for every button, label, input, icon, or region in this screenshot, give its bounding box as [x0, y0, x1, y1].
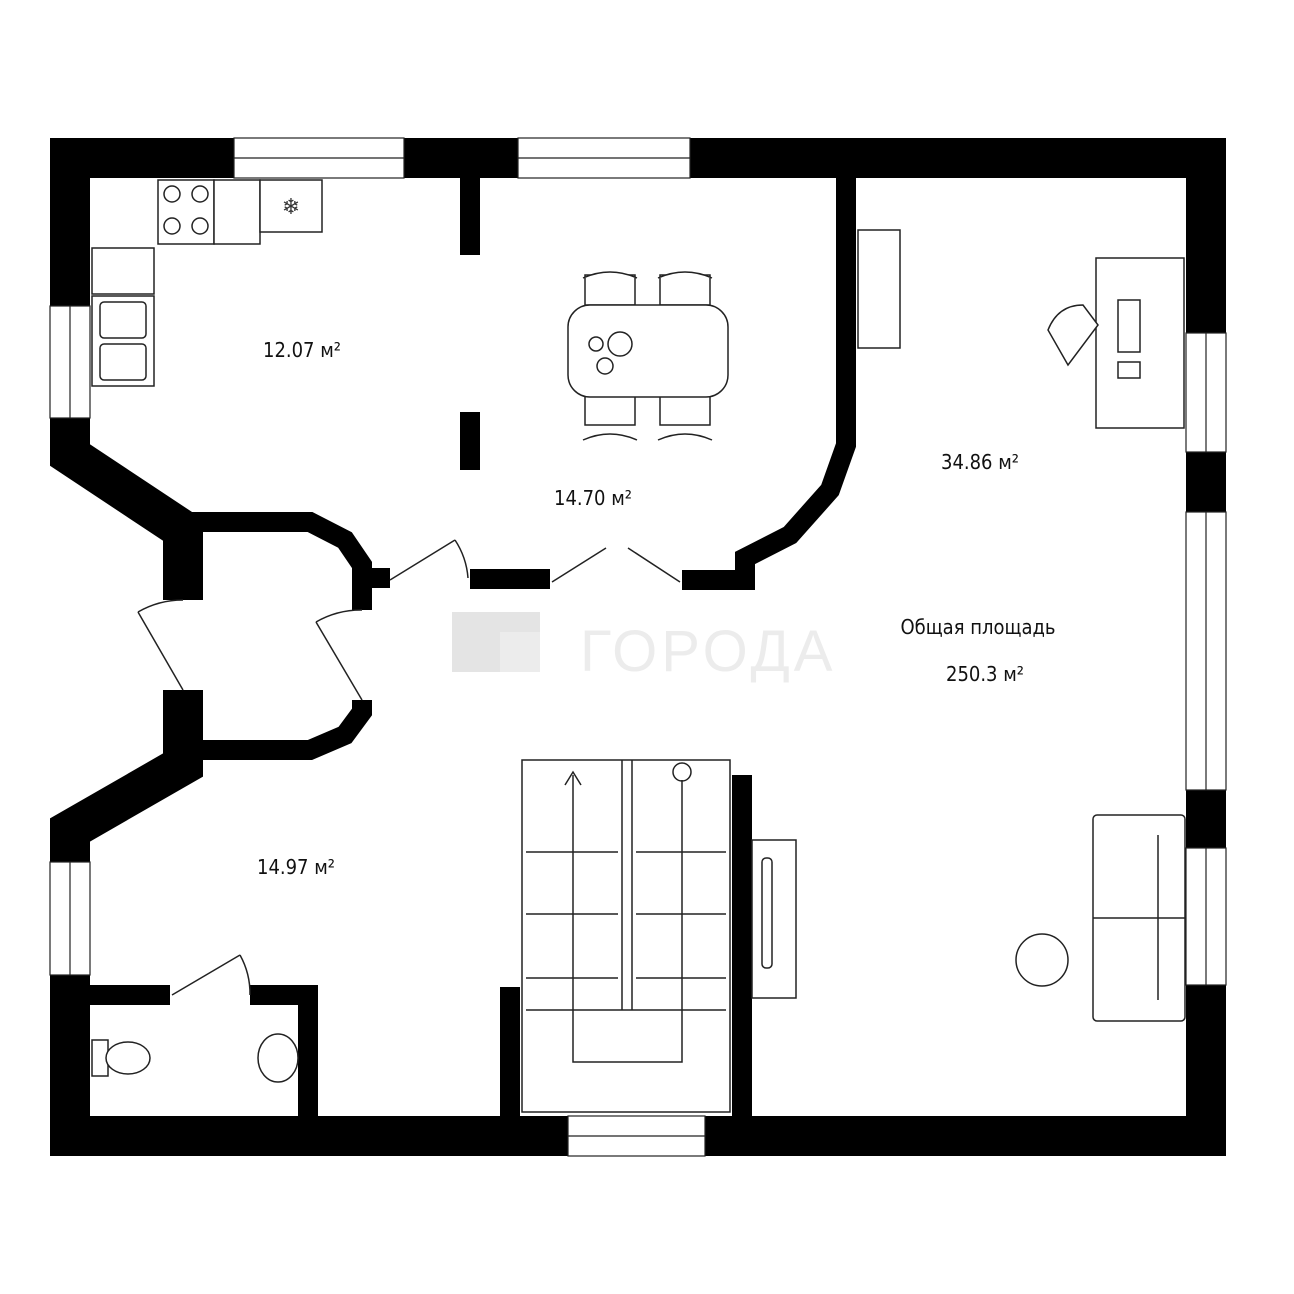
vestibule-walls — [183, 512, 372, 760]
room-area-hall: 14.97 м² — [257, 855, 335, 879]
dining-table-icon — [567, 271, 729, 441]
wardrobe-icon — [857, 229, 901, 349]
watermark-text: ГОРОДА — [580, 619, 837, 684]
stove-icon — [157, 179, 215, 245]
round-table-icon — [1015, 933, 1069, 987]
sink-icon — [91, 295, 155, 387]
living-furniture — [751, 229, 1186, 1022]
room-area-dining: 14.70 м² — [554, 486, 632, 510]
watermark-logo — [452, 612, 540, 672]
bathroom-fixtures — [91, 1033, 299, 1083]
washbasin-icon — [257, 1033, 299, 1083]
interior-walls — [90, 178, 856, 1116]
tv-stand-icon — [751, 839, 797, 999]
chair-icon — [1047, 304, 1099, 367]
fridge-icon — [259, 179, 323, 233]
room-area-living: 34.86 м² — [941, 450, 1019, 474]
svg-text:❄: ❄ — [282, 194, 300, 219]
windows — [49, 137, 1227, 1157]
total-area-label: Общая площадь — [900, 615, 1056, 639]
total-area-value: 250.3 м² — [946, 662, 1024, 686]
kitchen-furniture: ❄ — [91, 179, 323, 387]
room-area-kitchen: 12.07 м² — [263, 338, 341, 362]
doors — [137, 539, 681, 996]
staircase — [521, 759, 731, 1113]
